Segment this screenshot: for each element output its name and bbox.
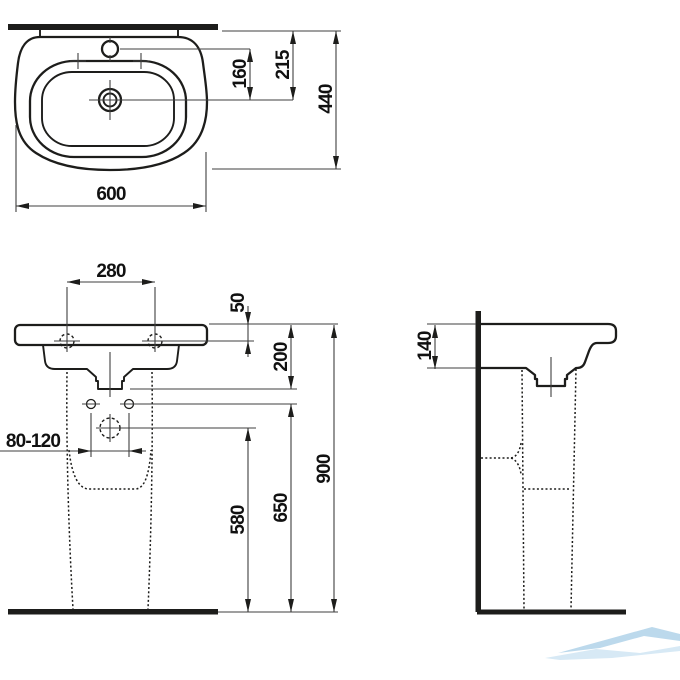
basin-profile-side [479,322,618,388]
dim-label-650: 650 [271,493,292,523]
tap-hole-icon [100,39,120,59]
basin-outline-plan [13,35,209,172]
dim-label-600: 600 [96,184,126,205]
dim-label-580: 580 [228,505,249,535]
front-dimension-lines [0,279,338,613]
basin-rim-oval [28,59,188,159]
dim-label-80-120: 80-120 [6,431,61,452]
dim-label-50: 50 [228,293,249,313]
dim-label-900: 900 [314,454,335,484]
dim-label-160: 160 [230,59,251,89]
pedestal-front [66,371,154,610]
watermark-swoosh-light [545,646,680,660]
wall-line-plan [8,24,218,30]
dim-label-280: 280 [96,261,126,282]
rim-slab-front [13,323,209,347]
watermark-swoosh-icon [558,627,680,653]
side-dimension-lines [427,323,476,369]
front-view: 280 80-120 50 200 580 650 900 [0,261,338,615]
dim-label-140: 140 [415,331,436,361]
dim-label-200: 200 [271,342,292,372]
watermark [545,627,680,660]
basin-back-connectors [39,30,179,37]
floor-line-front [8,609,218,615]
floor-line-side [477,609,626,615]
dim-label-440: 440 [316,84,337,114]
basin-body-front [42,344,180,390]
right-taphole-cross-icon [133,53,149,69]
left-taphole-cross-icon [70,53,86,69]
plan-view: 600 160 215 440 [8,24,341,212]
dim-label-215: 215 [273,49,294,80]
side-view: 140 [415,311,626,615]
wall-line-side [475,311,481,612]
pedestal-side [481,368,577,610]
basin-bottom-oval [41,71,175,147]
plan-dimension-lines [15,30,341,212]
